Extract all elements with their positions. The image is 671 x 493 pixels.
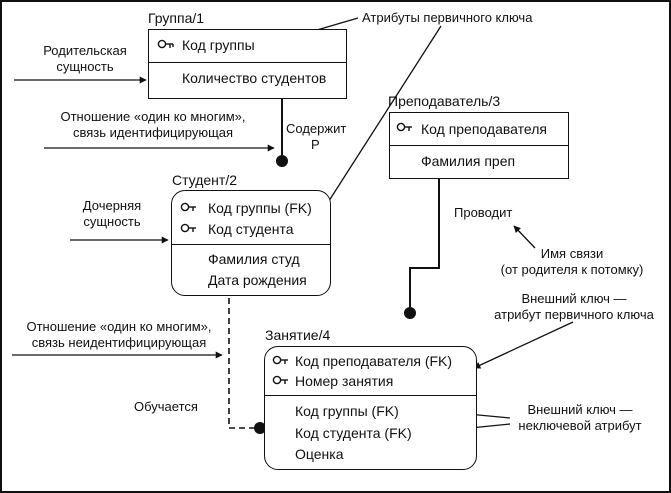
annotation-child: Дочерняя сущность (72, 198, 152, 230)
annotation-parent: Родительская сущность (28, 43, 142, 75)
annotation-line: атрибут первичного ключа (494, 307, 654, 322)
relationship-label-conducts: Проводит (454, 205, 513, 220)
entity-title-lesson: Занятие/4 (265, 327, 331, 343)
annotation-line: сущность (83, 214, 141, 229)
annotation-pk-attrs: Атрибуты первичного ключа (362, 10, 533, 25)
pk-attribute: Код группы (182, 37, 255, 53)
cardinality-dot-icon (276, 155, 288, 167)
pk-attribute: Код студента (208, 221, 294, 237)
annotation-line: Внешний ключ — (521, 291, 627, 306)
entity-divider (265, 395, 476, 396)
relationship-label-contains: Содержит (286, 121, 347, 136)
attribute: Фамилия преп (421, 153, 516, 169)
annotation-identifying: Отношение «один ко многим», связь иденти… (40, 109, 266, 141)
key-icon (396, 122, 412, 132)
attribute: Количество студентов (182, 70, 327, 86)
entity-divider (149, 62, 346, 63)
entity-divider (172, 244, 330, 245)
annotation-line: Имя связи (540, 246, 604, 261)
annotation-line: Отношение «один ко многим», (60, 109, 246, 124)
annotation-line: Родительская (43, 43, 127, 58)
annotation-nonidentifying: Отношение «один ко многим», связь неиден… (6, 319, 232, 351)
entity-title-teacher: Преподаватель/3 (388, 93, 501, 109)
attribute: Оценка (295, 446, 344, 462)
annotation-line: неключевой атрибут (518, 418, 642, 433)
key-icon (272, 375, 288, 385)
conducts-relationship-line (409, 178, 440, 312)
annotation-fk-nonkey: Внешний ключ — неключевой атрибут (500, 402, 660, 434)
cardinality-dot-icon (404, 307, 416, 319)
entity-student: Код группы (FK) Код студента Фамилия сту… (171, 190, 331, 296)
entity-lesson: Код преподавателя (FK) Номер занятия Код… (264, 346, 477, 470)
entity-teacher: Код преподавателя Фамилия преп (389, 112, 569, 179)
pk-annotation-arrow (317, 25, 442, 219)
annotation-line: Внешний ключ — (527, 402, 633, 417)
key-icon (157, 39, 174, 49)
cardinality-dot-icon (254, 422, 266, 434)
relationship-label-studies: Обучается (134, 399, 198, 414)
entity-group: Код группы Количество студентов (148, 29, 347, 99)
annotation-line: связь идентифицирующая (72, 125, 234, 140)
foreign-key-icon (272, 355, 288, 365)
entity-divider (390, 145, 568, 146)
relname-annotation-arrow (513, 225, 536, 249)
fk-attribute: Код группы (FK) (295, 403, 399, 419)
key-icon (180, 223, 196, 233)
annotation-line: Отношение «один ко многим», (26, 319, 212, 334)
annotation-fk-pk: Внешний ключ — атрибут первичного ключа (486, 291, 662, 323)
annotation-relname: Имя связи (от родителя к потомку) (484, 246, 660, 278)
fk-pk-annotation-arrow (473, 321, 574, 369)
nonidentifying-relationship-line (228, 298, 258, 429)
fk-attribute: Код студента (FK) (295, 425, 412, 441)
annotation-line: сущность (56, 59, 114, 74)
pk-attribute: Номер занятия (295, 373, 394, 389)
entity-title-student: Студент/2 (172, 172, 237, 188)
relationship-label-contains-cardinality: Р (311, 137, 320, 152)
entity-title-group: Группа/1 (148, 10, 205, 26)
foreign-key-icon (180, 202, 196, 212)
pk-attribute: Код преподавателя (FK) (295, 353, 453, 369)
pk-attribute: Код преподавателя (421, 121, 547, 137)
annotation-line: связь неидентифицирующая (31, 335, 207, 350)
attribute: Фамилия студ (208, 251, 300, 267)
pk-attribute: Код группы (FK) (208, 200, 312, 216)
attribute: Дата рождения (208, 272, 307, 288)
annotation-line: Дочерняя (82, 198, 142, 213)
annotation-line: (от родителя к потомку) (500, 262, 644, 277)
